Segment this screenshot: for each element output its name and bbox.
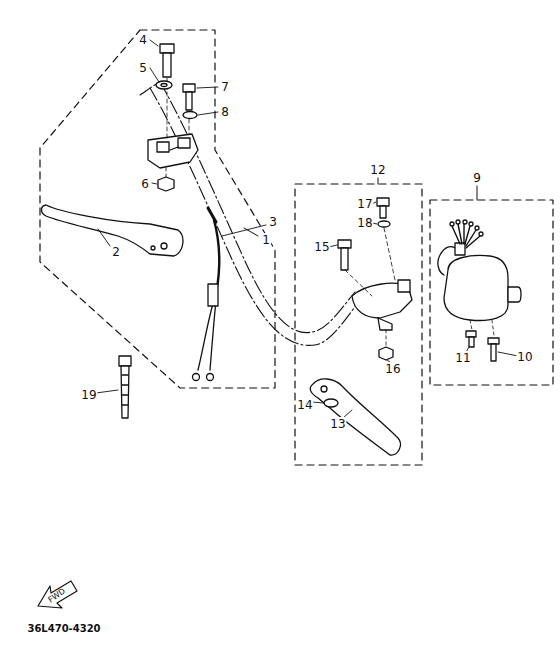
nut xyxy=(158,168,174,191)
callout-number: 11 xyxy=(454,351,471,365)
callout-number: 4 xyxy=(138,33,148,47)
callout-number: 19 xyxy=(80,388,97,402)
clutch-lever xyxy=(310,379,400,455)
cable-tie xyxy=(119,356,131,418)
callout-number: 15 xyxy=(313,240,330,254)
handlebar-switch xyxy=(438,220,521,320)
callout-number: 3 xyxy=(268,215,278,229)
callout-number: 2 xyxy=(111,245,121,259)
leader-line xyxy=(96,40,518,418)
callout-number: 10 xyxy=(516,350,533,364)
handlebar xyxy=(140,82,360,345)
group-outline xyxy=(40,30,553,465)
callout-number: 12 xyxy=(369,163,386,177)
callout-number: 6 xyxy=(140,177,150,191)
bolt xyxy=(156,44,174,138)
callout-number: 14 xyxy=(296,398,313,412)
bolt xyxy=(338,198,395,360)
forward-arrow xyxy=(38,581,77,608)
callout-number: 17 xyxy=(356,197,373,211)
callout-number: 16 xyxy=(384,362,401,376)
lever-holder xyxy=(352,280,412,330)
callout-number: 1 xyxy=(261,233,271,247)
lever-holder xyxy=(148,134,198,168)
callout-number: 9 xyxy=(472,171,482,185)
callout-number: 18 xyxy=(356,216,373,230)
drawing-number: 36L470-4320 xyxy=(26,623,101,635)
switch-wire xyxy=(193,208,220,381)
callout-number: 8 xyxy=(220,105,230,119)
callout-number: 7 xyxy=(220,80,230,94)
callout-number: 5 xyxy=(138,61,148,75)
leader-line xyxy=(244,178,477,236)
screw xyxy=(183,84,197,134)
callout-number: 13 xyxy=(329,417,346,431)
